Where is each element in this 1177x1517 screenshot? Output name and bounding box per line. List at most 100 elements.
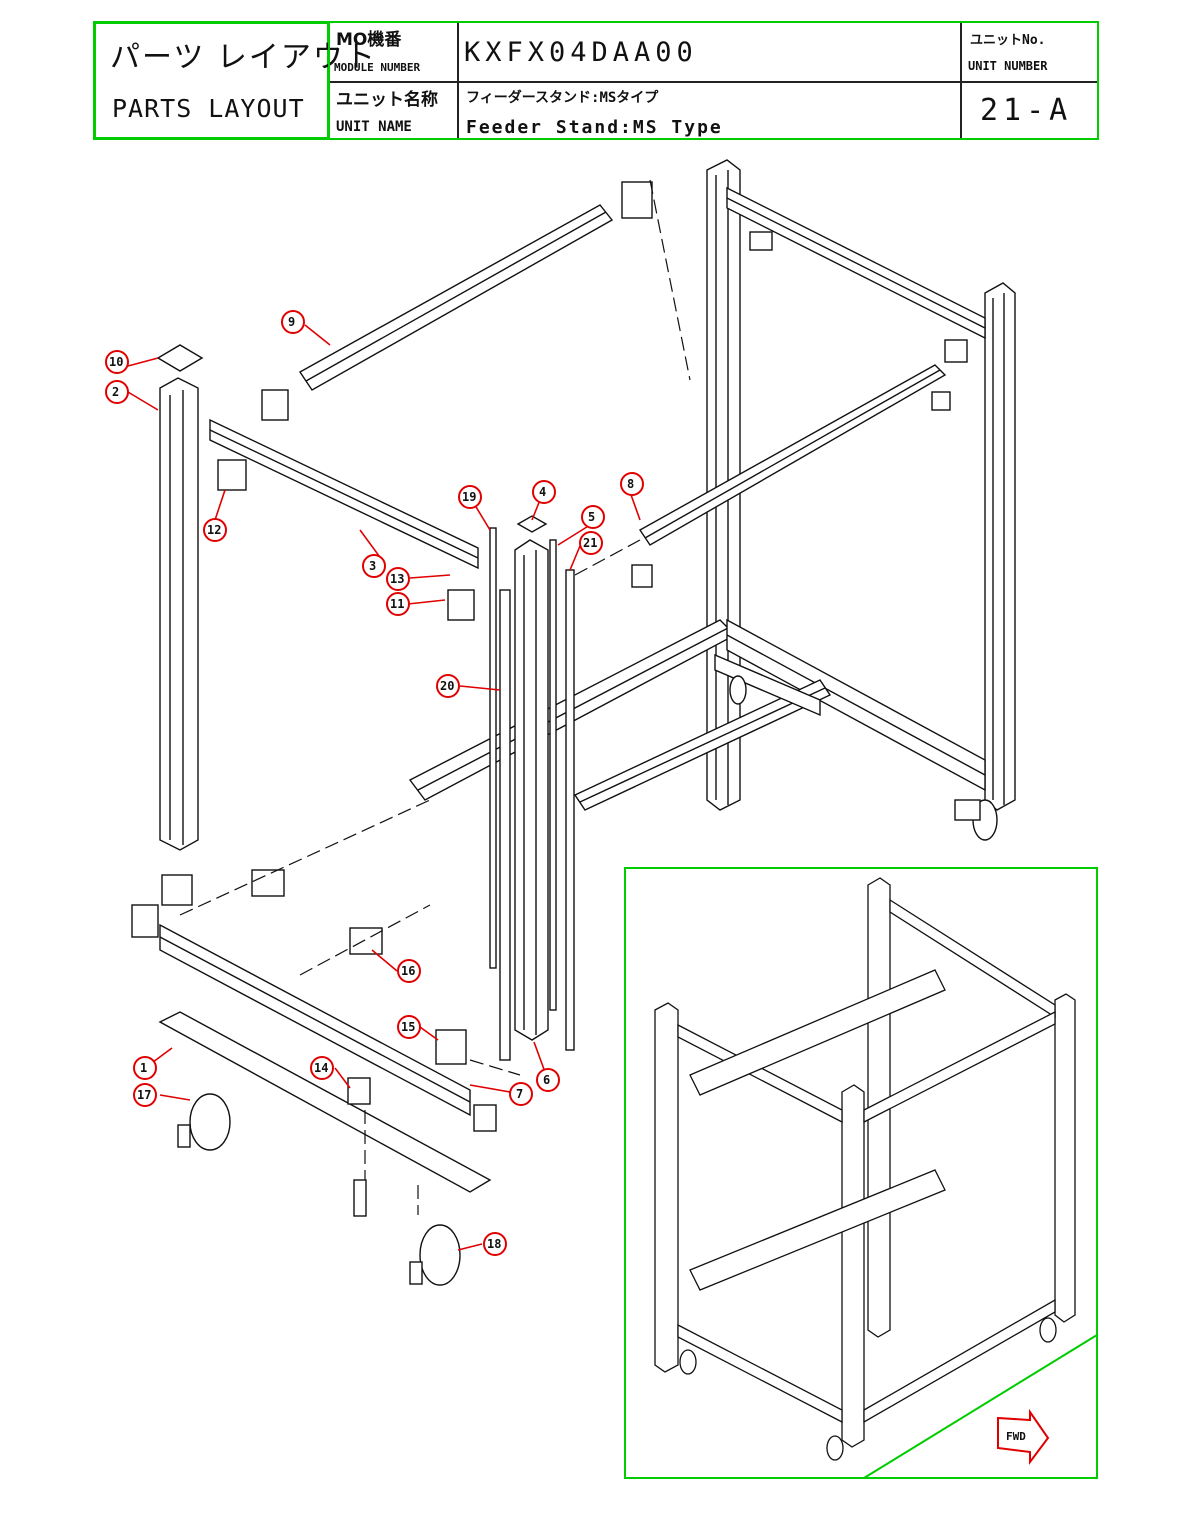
module-number: KXFX04DAA00 [464, 37, 698, 68]
end-plate [131, 904, 159, 938]
callout-16: 16 [397, 959, 421, 983]
assembly-lines [179, 179, 691, 1215]
frame-assembly [131, 159, 1016, 1286]
svg-text:11: 11 [390, 597, 404, 611]
caster-bracket [954, 799, 981, 821]
callout-2: 2 [105, 380, 129, 404]
corner-bracket [631, 564, 653, 588]
callout-markers: 1 2 3 4 5 6 7 8 9 10 11 12 13 14 15 16 1… [105, 310, 644, 1256]
part-5-rail [549, 539, 557, 1011]
part-2-upright [159, 377, 199, 851]
part-1-plate [158, 1011, 492, 1193]
bolt [353, 1179, 367, 1217]
svg-text:21: 21 [583, 536, 597, 550]
title-cell: パーツ レイアウト PARTS LAYOUT [93, 21, 375, 140]
part-21-rail [565, 569, 575, 1051]
part-10-cap [156, 344, 204, 372]
callout-20: 20 [436, 674, 460, 698]
unit-number: 21-A [980, 93, 1073, 128]
svg-text:20: 20 [440, 679, 454, 693]
svg-text:1: 1 [140, 1061, 147, 1075]
part-11-bracket [447, 589, 475, 621]
svg-text:7: 7 [516, 1087, 523, 1101]
callout-18: 18 [483, 1232, 507, 1256]
inset-assembled-view: FWD [624, 867, 1098, 1479]
svg-text:10: 10 [109, 355, 123, 369]
inset-caster [679, 1349, 697, 1375]
part-4-cap [516, 515, 548, 533]
callout-3: 3 [362, 554, 386, 578]
upper-cross-rail [638, 364, 947, 546]
inset-upright [1054, 993, 1076, 1323]
callout-1: 1 [133, 1056, 157, 1080]
inset-upright [841, 1084, 865, 1448]
caster-wheel [729, 675, 747, 705]
fwd-label: FWD [1006, 1430, 1026, 1443]
title-block: パーツ レイアウト PARTS LAYOUT MO機番 MODULE NUMBE… [93, 21, 1099, 140]
end-plate [473, 1104, 497, 1132]
callout-21: 21 [579, 531, 603, 555]
unit-name-en: Feeder Stand:MS Type [466, 117, 723, 138]
unit-name-jp: フィーダースタンド:MSタイプ [466, 90, 659, 106]
svg-text:14: 14 [314, 1061, 328, 1075]
inset-upright [654, 1002, 679, 1373]
callout-10: 10 [105, 350, 129, 374]
svg-text:18: 18 [487, 1237, 501, 1251]
inset-caster [826, 1435, 844, 1461]
callout-4: 4 [532, 480, 556, 504]
fwd-arrow: FWD [997, 1408, 1050, 1465]
part-20-rail [499, 589, 511, 1061]
part-16-bracket [349, 927, 383, 955]
corner-bracket [749, 231, 773, 251]
callout-13: 13 [386, 567, 410, 591]
part-9-beam [298, 204, 614, 391]
part-6-post [514, 539, 549, 1041]
front-right-upright [984, 282, 1016, 811]
svg-text:4: 4 [539, 485, 546, 499]
corner-bracket [931, 391, 951, 411]
info-grid: MO機番 MODULE NUMBER KXFX04DAA00 ユニット名称 UN… [328, 21, 1099, 140]
inset-rail [863, 1010, 1056, 1124]
callout-8: 8 [620, 472, 644, 496]
joint-bracket [261, 389, 289, 421]
svg-text:5: 5 [588, 510, 595, 524]
title-jp: パーツ レイアウト [110, 40, 377, 75]
svg-text:13: 13 [390, 572, 404, 586]
svg-text:15: 15 [401, 1020, 415, 1034]
callout-5: 5 [581, 505, 605, 529]
corner-bracket [621, 181, 653, 219]
svg-text:2: 2 [112, 385, 119, 399]
inset-rail [863, 1298, 1056, 1424]
svg-text:16: 16 [401, 964, 415, 978]
inset-rail [677, 1023, 843, 1124]
corner-bracket [944, 339, 968, 363]
callout-6: 6 [536, 1068, 560, 1092]
callout-7: 7 [509, 1082, 533, 1106]
part-19-rail [489, 527, 497, 969]
svg-text:19: 19 [462, 490, 476, 504]
callout-11: 11 [386, 592, 410, 616]
callout-15: 15 [397, 1015, 421, 1039]
bolt [177, 1124, 191, 1148]
callout-17: 17 [133, 1083, 157, 1107]
part-15-bracket [435, 1029, 467, 1065]
svg-text:6: 6 [543, 1073, 550, 1087]
part-18-caster [419, 1224, 461, 1286]
callout-12: 12 [203, 518, 227, 542]
svg-text:8: 8 [627, 477, 634, 491]
unit-no-label-jp: ユニットNo. [970, 33, 1046, 48]
part-12-bracket [217, 459, 247, 491]
bolt [409, 1261, 423, 1285]
svg-text:3: 3 [369, 559, 376, 573]
svg-text:12: 12 [207, 523, 221, 537]
inset-rail [677, 1323, 843, 1424]
unit-no-label-en: UNIT NUMBER [968, 59, 1048, 73]
inset-frame [624, 867, 1098, 1479]
part-17-caster [189, 1093, 231, 1151]
inset-caster [1039, 1317, 1057, 1343]
part-14-block [347, 1077, 371, 1105]
callout-9: 9 [281, 310, 305, 334]
svg-text:9: 9 [288, 315, 295, 329]
inset-feeder-bar [689, 1169, 946, 1291]
